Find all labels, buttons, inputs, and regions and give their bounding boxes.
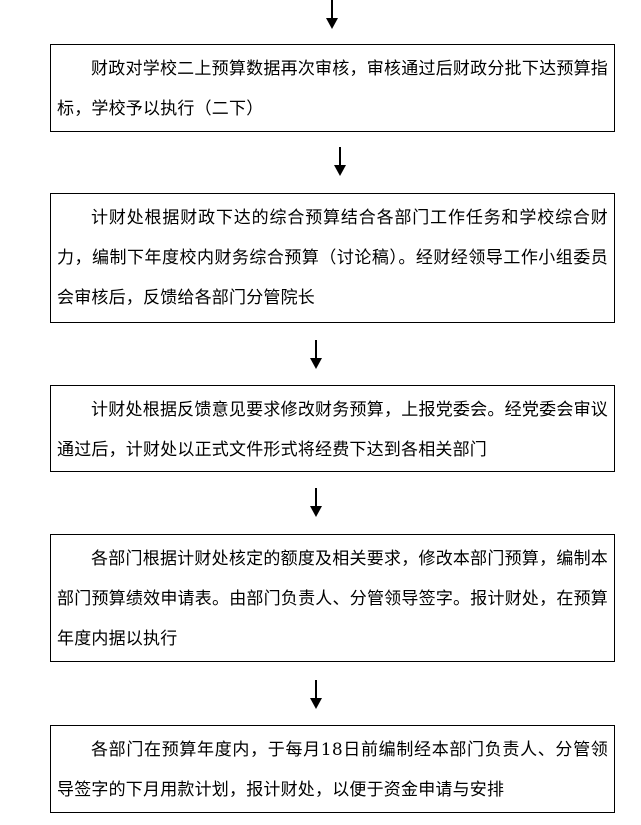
flow-step-5: 各部门在预算年度内，于每月18日前编制经本部门负责人、分管领导签字的下月用款计划… bbox=[50, 725, 615, 813]
flow-arrow-1 bbox=[333, 147, 347, 177]
flow-step-5-text: 各部门在预算年度内，于每月18日前编制经本部门负责人、分管领导签字的下月用款计划… bbox=[57, 740, 608, 800]
flow-step-3: 计财处根据反馈意见要求修改财务预算，上报党委会。经党委会审议通过后，计财处以正式… bbox=[50, 385, 615, 472]
flow-step-1: 财政对学校二上预算数据再次审核，审核通过后财政分批下达预算指标，学校予以执行（二… bbox=[50, 44, 615, 132]
flow-step-4: 各部门根据计财处核定的额度及相关要求，修改本部门预算，编制本部门预算绩效申请表。… bbox=[50, 534, 615, 662]
flow-arrow-top bbox=[325, 0, 339, 30]
flow-arrow-3 bbox=[309, 488, 323, 518]
flow-step-2: 计财处根据财政下达的综合预算结合各部门工作任务和学校综合财力，编制下年度校内财务… bbox=[50, 193, 615, 323]
flow-step-3-text: 计财处根据反馈意见要求修改财务预算，上报党委会。经党委会审议通过后，计财处以正式… bbox=[57, 400, 608, 460]
flow-step-1-text: 财政对学校二上预算数据再次审核，审核通过后财政分批下达预算指标，学校予以执行（二… bbox=[57, 59, 608, 119]
flow-arrow-4 bbox=[309, 680, 323, 710]
flow-step-4-text: 各部门根据计财处核定的额度及相关要求，修改本部门预算，编制本部门预算绩效申请表。… bbox=[57, 549, 608, 649]
flow-arrow-2 bbox=[309, 340, 323, 370]
flow-step-2-text: 计财处根据财政下达的综合预算结合各部门工作任务和学校综合财力，编制下年度校内财务… bbox=[57, 208, 608, 308]
